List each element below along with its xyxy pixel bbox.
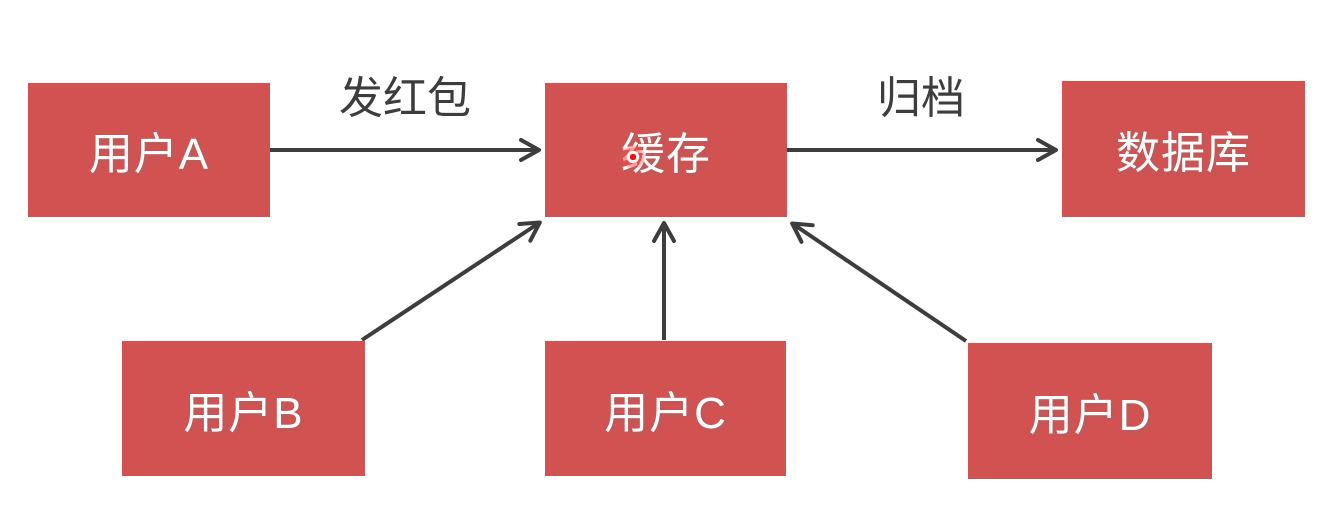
- node-user-a-label: 用户A: [88, 130, 210, 179]
- laser-pointer-dot: [620, 144, 646, 170]
- node-user-c-label: 用户C: [604, 388, 727, 438]
- arrow-userb-to-cache: [360, 220, 542, 342]
- node-user-c: 用户C: [545, 341, 786, 476]
- node-user-d: 用户D: [968, 343, 1212, 479]
- node-cache: 缓存: [545, 83, 787, 217]
- node-user-b: 用户B: [122, 341, 365, 476]
- node-database: 数据库: [1062, 81, 1305, 217]
- node-user-d-label: 用户D: [1028, 391, 1152, 440]
- edge-label-send-red-packet: 发红包: [339, 74, 471, 123]
- node-user-b-label: 用户B: [183, 388, 304, 438]
- edge-label-archive: 归档: [877, 74, 965, 123]
- arrow-userd-to-cache: [790, 221, 968, 343]
- node-user-a: 用户A: [28, 83, 270, 217]
- node-database-label: 数据库: [1116, 129, 1251, 178]
